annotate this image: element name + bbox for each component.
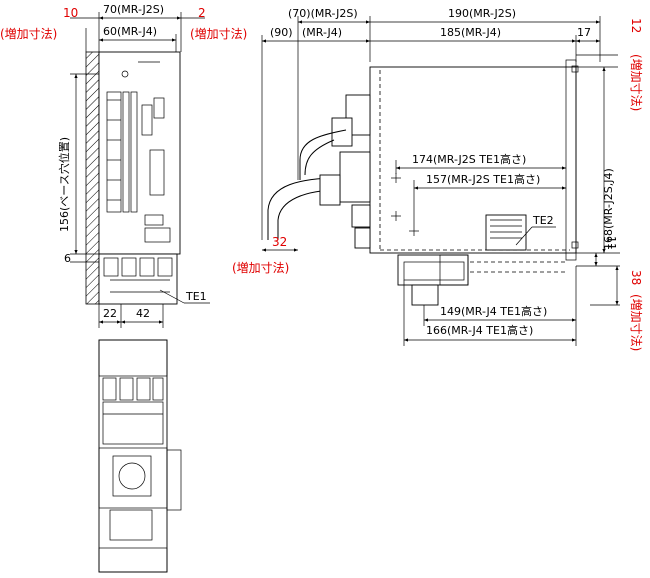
dim-11: 11	[605, 236, 618, 250]
dim-149-te1-height: 149(MR-J4 TE1高さ)	[440, 304, 547, 318]
te1-block-front	[98, 253, 178, 305]
mounting-hole-top	[121, 70, 129, 78]
dim-12-increase: 12	[629, 18, 643, 33]
dim-mr-j4-side: (MR-J4)	[302, 26, 342, 39]
dim-70-mr-j2s: 70(MR-J2S)	[103, 3, 164, 16]
dim-17: 17	[577, 26, 591, 39]
dim-157-te1-height: 157(MR-J2S TE1高さ)	[426, 172, 540, 186]
bottom-detail-view	[98, 339, 182, 573]
dim-168: 168(MR-J2S,J4)	[602, 168, 615, 250]
dim-185-mr-j4: 185(MR-J4)	[440, 26, 501, 39]
label-increase-38: (増加寸法)	[629, 294, 643, 351]
dim-90: (90)	[270, 26, 293, 39]
label-increase-12: (増加寸法)	[629, 54, 643, 111]
dim-70-mr-j2s-side: (70)(MR-J2S)	[288, 7, 358, 20]
amplifier-front-body	[98, 51, 181, 255]
dim-2-increase: 2	[198, 6, 206, 20]
mounting-wall	[85, 51, 100, 305]
dim-42: 42	[136, 307, 150, 320]
label-te1-front: TE1	[185, 290, 207, 303]
label-increase-right: (増加寸法)	[190, 27, 247, 41]
dim-10-increase: 10	[63, 6, 78, 20]
te1-block-side	[397, 254, 469, 286]
dim-60-mr-j4: 60(MR-J4)	[103, 25, 157, 38]
dim-6: 6	[64, 252, 71, 265]
label-increase-32: (増加寸法)	[232, 261, 289, 275]
amplifier-side-body	[369, 66, 577, 254]
dim-174-te1-height: 174(MR-J2S TE1高さ)	[412, 152, 526, 166]
dim-190-mr-j2s: 190(MR-J2S)	[448, 7, 516, 20]
side-view: (70)(MR-J2S) (90) (MR-J4) 190(MR-J2S) 18…	[232, 7, 643, 351]
label-te2: TE2	[532, 214, 554, 227]
dim-38-increase: 38	[629, 270, 643, 285]
dim-32-increase: 32	[272, 235, 287, 249]
label-increase-left: (増加寸法)	[0, 27, 57, 41]
dim-156-base-hole: 156(ベース穴位置)	[57, 137, 71, 232]
dim-22: 22	[103, 307, 117, 320]
dim-166-te1-height: 166(MR-J4 TE1高さ)	[426, 323, 533, 337]
front-view: 70(MR-J2S) 60(MR-J4) 10 (増加寸法) 2 (増加寸法) …	[0, 3, 247, 328]
